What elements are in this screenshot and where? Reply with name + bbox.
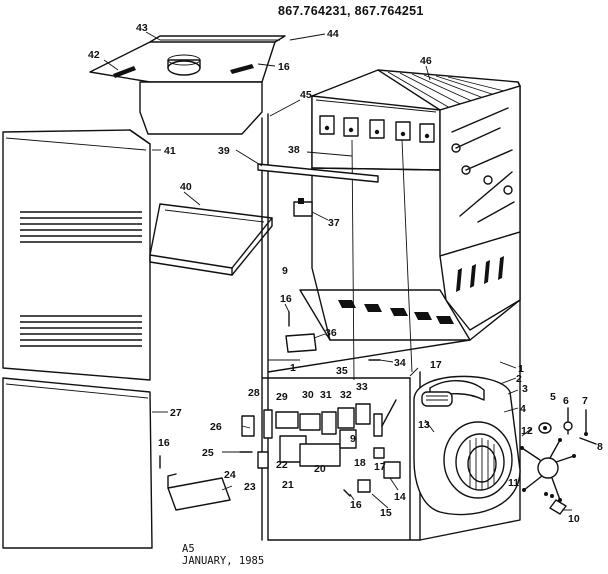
part-label-38: 38	[288, 144, 300, 156]
part-label-29: 29	[276, 391, 288, 403]
part-label-42: 42	[88, 49, 100, 61]
part-label-21: 21	[282, 479, 294, 491]
part-label-4: 4	[520, 403, 526, 415]
part-label-16-top: 16	[278, 61, 290, 73]
part-label-15: 15	[380, 507, 392, 519]
part-label-23: 23	[244, 481, 256, 493]
part-label-34: 34	[394, 357, 406, 369]
part-number-labels: 5 6 7 8 10 11 12 13 14 15 16 17 18 17 9 …	[88, 22, 603, 525]
part-label-33: 33	[356, 381, 368, 393]
upper-door-panel	[2, 129, 151, 381]
top-vent-hood	[89, 35, 286, 135]
lower-door-panel	[2, 377, 153, 549]
part-label-41: 41	[164, 145, 176, 157]
screws	[159, 311, 381, 497]
footer-date: JANUARY, 1985	[182, 555, 264, 567]
mounting-bar	[257, 163, 379, 183]
leader-lines	[103, 31, 572, 511]
part-label-39: 39	[218, 145, 230, 157]
motor-mount	[520, 438, 576, 515]
part-label-1-base: 1	[290, 362, 296, 374]
part-label-28: 28	[248, 387, 260, 399]
blower-assembly	[413, 375, 521, 516]
part-label-16-bottom: 16	[350, 499, 362, 511]
part-label-40: 40	[180, 181, 192, 193]
furnace-cabinet	[261, 69, 521, 541]
part-label-37: 37	[328, 217, 340, 229]
part-label-11: 11	[508, 477, 519, 489]
part-label-32: 32	[340, 389, 352, 401]
part-label-25: 25	[202, 447, 214, 459]
part-label-44: 44	[327, 28, 339, 40]
part-label-6: 6	[563, 395, 569, 407]
part-label-5: 5	[550, 391, 556, 403]
control-panel-components	[241, 399, 401, 493]
part-label-22: 22	[276, 459, 288, 471]
part-label-27: 27	[170, 407, 182, 419]
part-label-26: 26	[210, 421, 222, 433]
part-label-46: 46	[420, 55, 432, 67]
part-label-45: 45	[300, 89, 312, 101]
filter-shelf	[149, 203, 273, 276]
model-numbers-header: 867.764231, 867.764251	[278, 4, 424, 18]
part-label-24: 24	[224, 469, 236, 481]
switch-block	[285, 333, 317, 353]
part-label-18: 18	[354, 457, 366, 469]
part-label-9-left: 9	[282, 265, 288, 277]
part-label-43: 43	[136, 22, 148, 34]
part-label-16-mid: 16	[280, 293, 292, 305]
footer-code: A5	[182, 543, 195, 555]
bottom-bracket	[167, 473, 231, 511]
part-label-31: 31	[320, 389, 332, 401]
control-bracket	[293, 198, 313, 217]
part-label-17-lower: 17	[374, 461, 386, 473]
part-label-1: 1	[518, 363, 524, 375]
part-label-10: 10	[568, 513, 580, 525]
part-label-2: 2	[516, 373, 522, 385]
part-label-12: 12	[521, 425, 533, 437]
part-label-9: 9	[350, 433, 356, 445]
part-label-3: 3	[522, 383, 528, 395]
part-label-8: 8	[597, 441, 603, 453]
part-label-7: 7	[582, 395, 588, 407]
part-label-20: 20	[314, 463, 326, 475]
part-label-35: 35	[336, 365, 348, 377]
part-label-36: 36	[325, 327, 337, 339]
part-label-13: 13	[418, 419, 430, 431]
hardware-parts	[538, 407, 597, 445]
part-label-16-left: 16	[158, 437, 170, 449]
part-label-30: 30	[302, 389, 314, 401]
part-label-17: 17	[430, 359, 442, 371]
part-label-14: 14	[394, 491, 406, 503]
